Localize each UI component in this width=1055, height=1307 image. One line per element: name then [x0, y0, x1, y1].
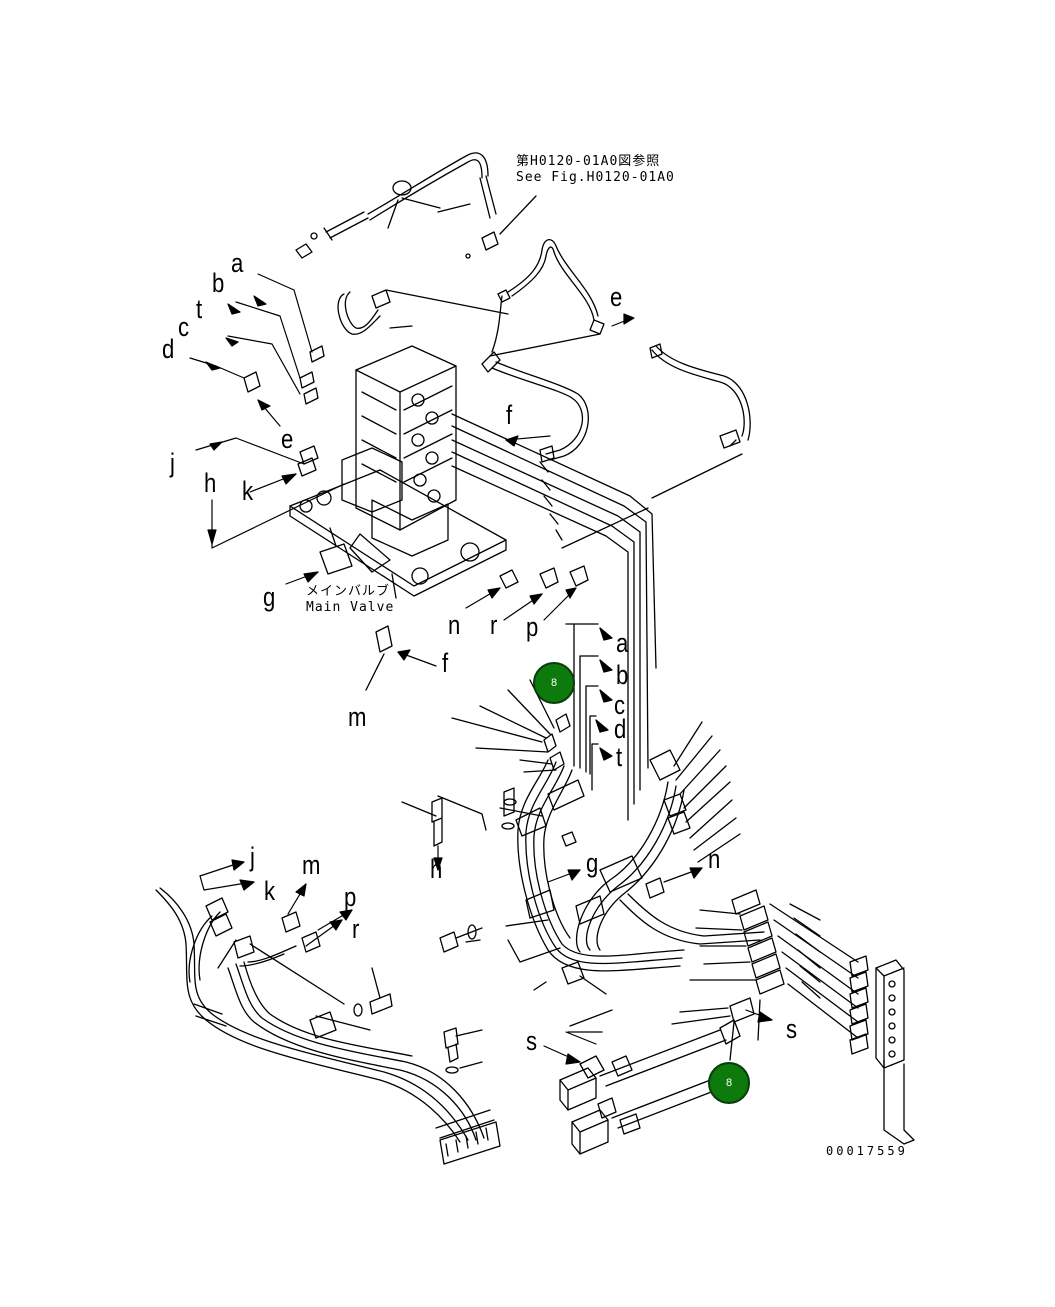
- label-r-lower: r: [352, 914, 360, 944]
- label-a-right: a: [616, 628, 629, 658]
- top-hose-assembly: [295, 152, 537, 259]
- label-m-mid: m: [348, 702, 367, 732]
- label-j-lower: j: [250, 842, 255, 872]
- drawing-number: 00017559: [826, 1144, 908, 1158]
- bottom-brackets: [559, 1019, 741, 1155]
- label-d-right: d: [614, 714, 627, 744]
- main-valve-label: メインバルブ Main Valve: [306, 584, 394, 617]
- label-g-mid: g: [586, 848, 599, 878]
- label-m-lower: m: [302, 850, 321, 880]
- label-h-left: h: [204, 468, 217, 498]
- long-pilot-lines: [451, 413, 743, 821]
- label-d-upper: d: [162, 334, 175, 364]
- leader-lines: [401, 623, 741, 1033]
- figure-reference-jp: 第H0120-01A0図参照: [516, 154, 661, 169]
- label-p-mid: p: [526, 612, 539, 642]
- label-t-upper: t: [196, 294, 203, 324]
- label-k-left: k: [242, 476, 254, 506]
- label-g-left: g: [263, 582, 276, 612]
- label-h-mid: h: [430, 854, 443, 884]
- label-t-right: t: [616, 742, 623, 772]
- figure-reference-note: 第H0120-01A0図参照 See Fig.H0120-01A0: [516, 154, 675, 187]
- label-c-right: c: [614, 690, 626, 720]
- valve-side-fittings: [243, 289, 509, 477]
- callout-marker-upper[interactable]: 8: [533, 662, 575, 704]
- label-a-upper: a: [231, 248, 244, 278]
- label-b-upper: b: [212, 268, 225, 298]
- label-s-left: s: [526, 1026, 538, 1056]
- label-arrows: [189, 273, 773, 1065]
- label-k-lower: k: [264, 876, 276, 906]
- main-valve-label-jp: メインバルブ: [306, 584, 391, 599]
- label-c-upper: c: [178, 312, 190, 342]
- bolts-and-washers: [353, 787, 577, 1074]
- main-valve-block: [289, 345, 507, 599]
- port-fittings: [365, 565, 589, 691]
- label-f-upper: f: [506, 400, 513, 430]
- main-valve-label-en: Main Valve: [306, 600, 395, 616]
- label-f-lower: f: [442, 648, 449, 678]
- label-r-mid: r: [490, 610, 498, 640]
- right-fitting-cluster: [671, 889, 915, 1145]
- label-e-left: e: [281, 424, 294, 454]
- valve-right-hoses: [481, 239, 751, 463]
- figure-reference-en: See Fig.H0120-01A0: [516, 170, 675, 186]
- center-hose-bundle: [515, 713, 765, 995]
- left-hose-bundle: [155, 887, 501, 1165]
- label-n-mid: n: [448, 610, 461, 640]
- label-e-right: e: [610, 282, 623, 312]
- label-j-left: j: [170, 448, 175, 478]
- label-p-lower: p: [344, 882, 357, 912]
- label-n-right: n: [708, 844, 721, 874]
- label-s-right: s: [786, 1014, 798, 1044]
- callout-marker-lower[interactable]: 8: [708, 1062, 750, 1104]
- label-b-right: b: [616, 660, 629, 690]
